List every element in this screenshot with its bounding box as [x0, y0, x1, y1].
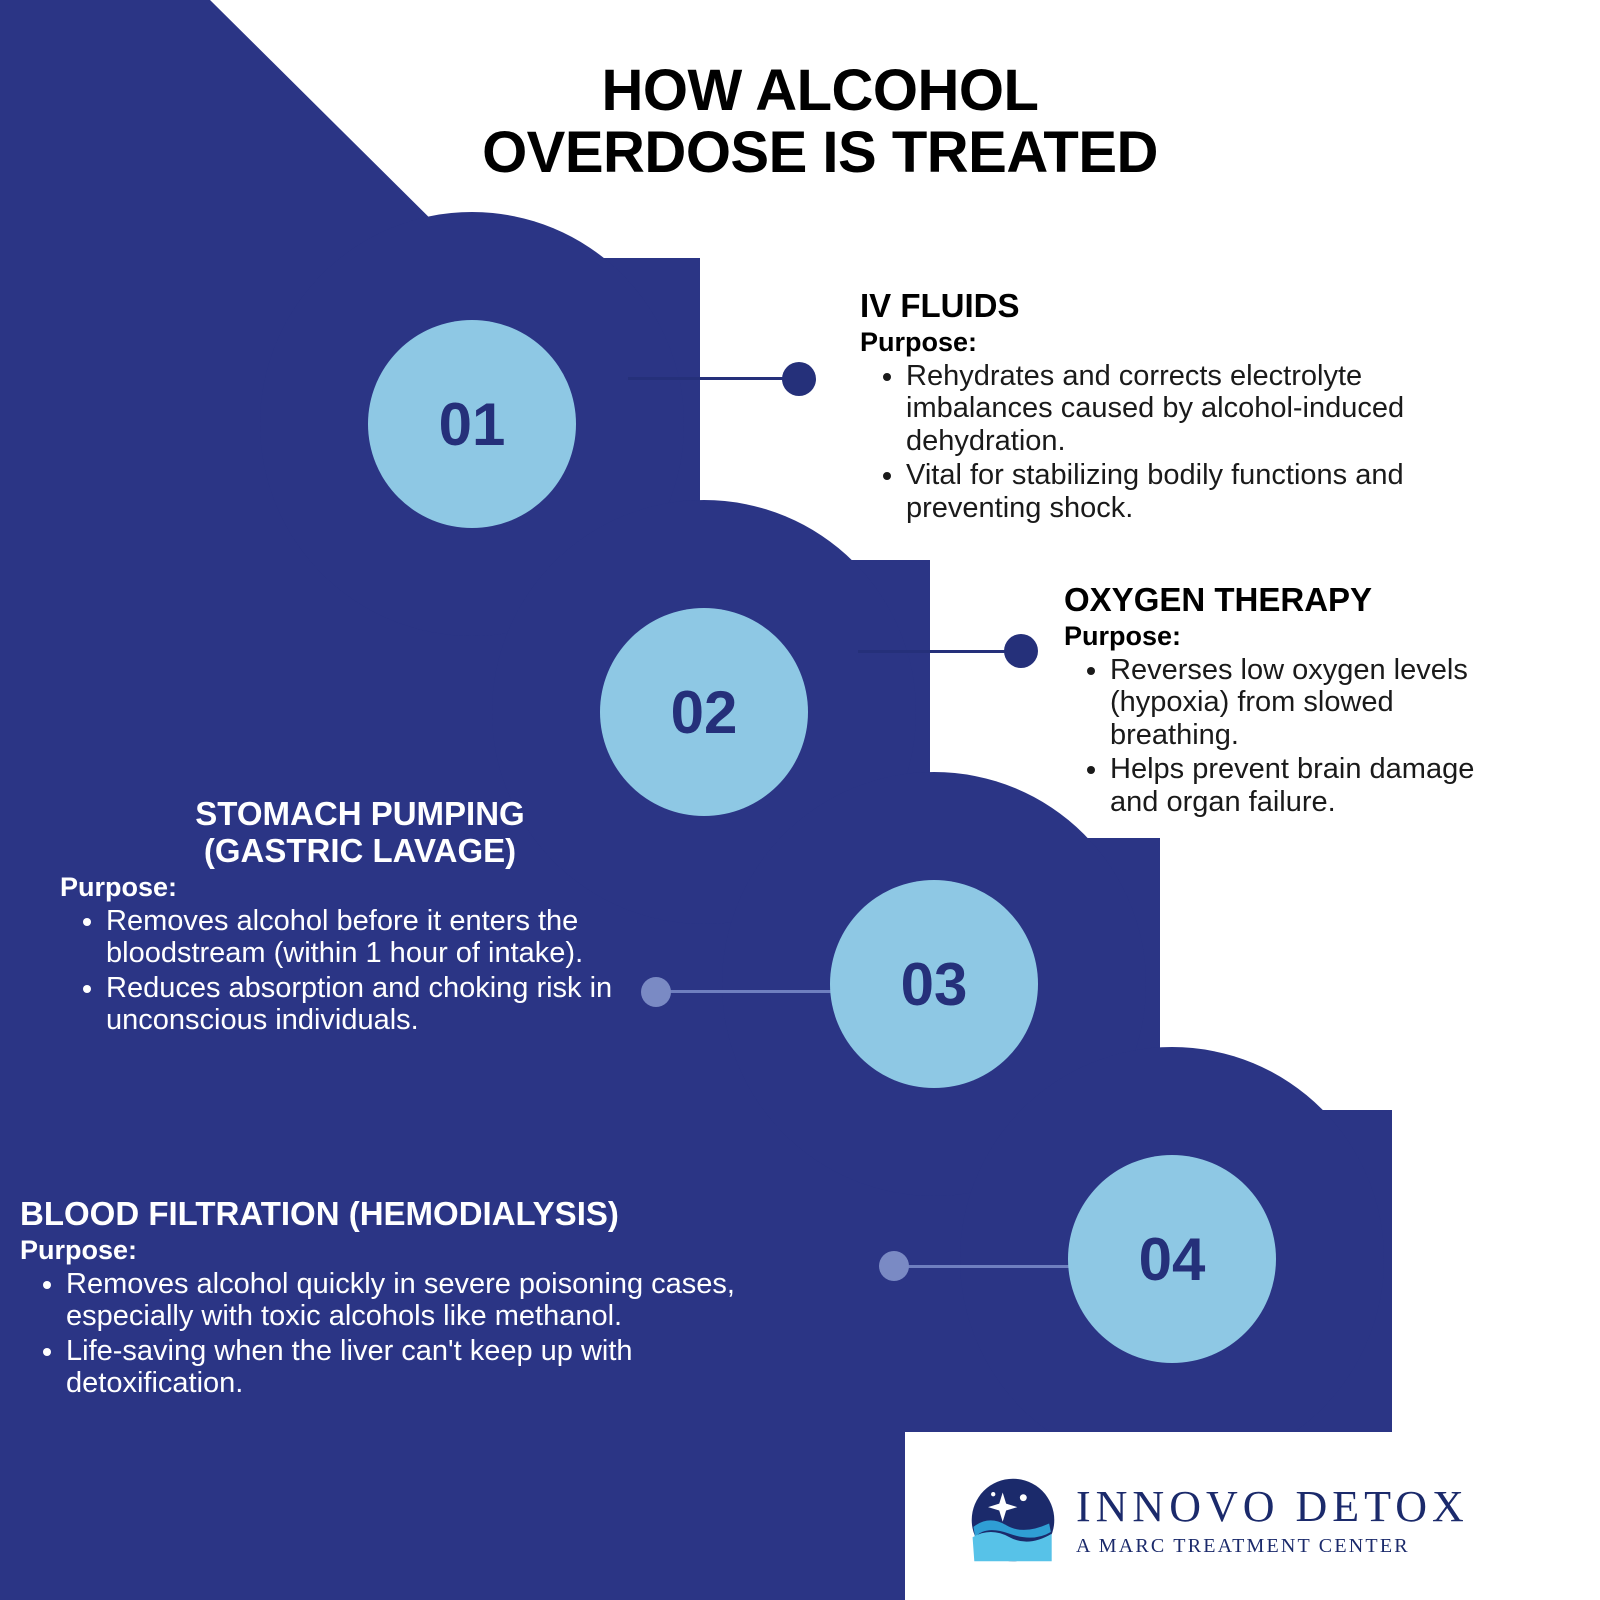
step-02-bullet-list: Reverses low oxygen levels (hypoxia) fro…	[1064, 654, 1484, 818]
list-item: Rehydrates and corrects electrolyte imba…	[906, 360, 1480, 457]
connector-dot-01	[782, 362, 816, 396]
page-title-line2: OVERDOSE IS TREATED	[482, 120, 1158, 186]
step-number-01: 01	[368, 320, 576, 528]
list-item: Vital for stabilizing bodily functions a…	[906, 459, 1480, 524]
connector-line-03	[668, 990, 858, 993]
connector-dot-03	[641, 977, 671, 1007]
logo-text: INNOVO DETOX A MARC TREATMENT CENTER	[1076, 1481, 1469, 1558]
step-04-bullet-list: Removes alcohol quickly in severe poison…	[20, 1268, 810, 1400]
connector-dot-02	[1004, 634, 1038, 668]
list-item: Reverses low oxygen levels (hypoxia) fro…	[1110, 654, 1484, 751]
step-02-heading: OXYGEN THERAPY	[1064, 581, 1373, 618]
step-04-purpose-label: Purpose:	[20, 1234, 138, 1265]
list-item: Reduces absorption and choking risk in u…	[106, 972, 660, 1037]
step-01-heading: IV FLUIDS	[860, 287, 1020, 324]
logo-subtitle: A MARC TREATMENT CENTER	[1076, 1535, 1410, 1557]
step-block-04: BLOOD FILTRATION (HEMODIALYSIS) Purpose:…	[20, 1195, 810, 1400]
list-item: Life-saving when the liver can't keep up…	[66, 1335, 810, 1400]
wave-star-circle-icon	[971, 1478, 1055, 1561]
page-title-line1: HOW ALCOHOL	[601, 58, 1039, 123]
connector-dot-04	[879, 1251, 909, 1281]
step-03-heading-line1: STOMACH PUMPING	[195, 795, 525, 832]
step-04-heading: BLOOD FILTRATION (HEMODIALYSIS)	[20, 1195, 619, 1232]
step-number-04: 04	[1068, 1155, 1276, 1363]
step-block-01: IV FLUIDS Purpose: Rehydrates and correc…	[860, 287, 1480, 524]
connector-line-02	[858, 650, 1018, 653]
connector-line-01	[628, 377, 798, 380]
list-item: Helps prevent brain damage and organ fai…	[1110, 753, 1484, 818]
step-03-bullet-list: Removes alcohol before it enters the blo…	[60, 905, 660, 1037]
step-number-02: 02	[600, 608, 808, 816]
step-02-purpose-label: Purpose:	[1064, 620, 1182, 651]
page-title: HOW ALCOHOL OVERDOSE IS TREATED	[380, 58, 1260, 186]
step-03-heading: STOMACH PUMPING (GASTRIC LAVAGE)	[60, 795, 660, 870]
step-03-heading-line2: (GASTRIC LAVAGE)	[203, 831, 517, 869]
step-01-purpose-label: Purpose:	[860, 326, 978, 357]
step-number-03: 03	[830, 880, 1038, 1088]
step-03-purpose-label: Purpose:	[60, 871, 178, 902]
list-item: Removes alcohol before it enters the blo…	[106, 905, 660, 970]
list-item: Removes alcohol quickly in severe poison…	[66, 1268, 810, 1333]
logo-card: INNOVO DETOX A MARC TREATMENT CENTER	[905, 1432, 1600, 1600]
logo-name: INNOVO DETOX	[1076, 1482, 1469, 1531]
step-01-bullet-list: Rehydrates and corrects electrolyte imba…	[860, 360, 1480, 524]
connector-line-04	[906, 1265, 1096, 1268]
step-block-03: STOMACH PUMPING (GASTRIC LAVAGE) Purpose…	[60, 795, 660, 1037]
step-block-02: OXYGEN THERAPY Purpose: Reverses low oxy…	[1064, 581, 1484, 818]
